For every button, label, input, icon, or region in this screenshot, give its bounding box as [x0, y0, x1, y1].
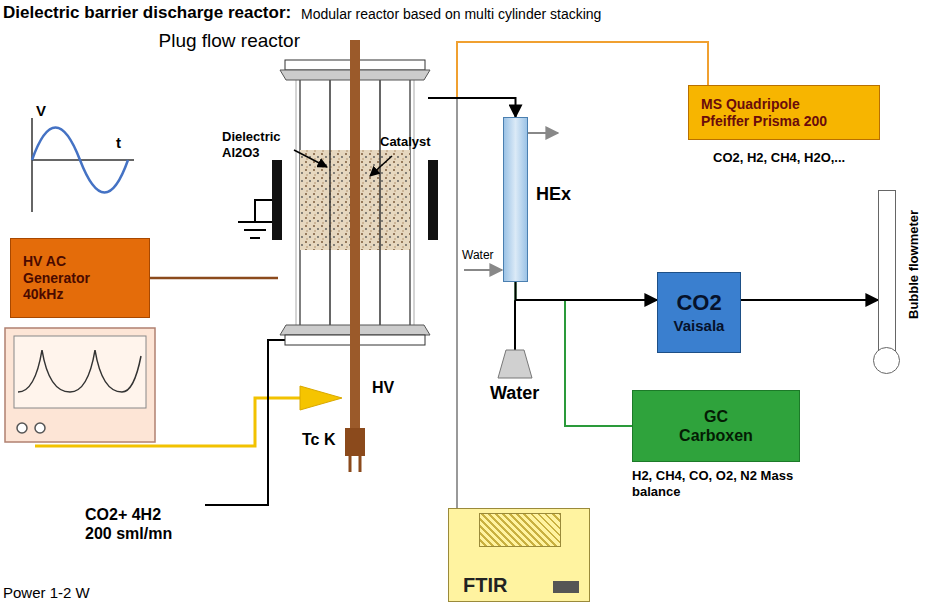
node-text: MS Quadripole Pfeiffer Prisma 200: [701, 96, 851, 130]
diagram-title: Dielectric barrier discharge reactor:: [3, 3, 291, 23]
note: CO2, H2, CH4, H2O,...: [713, 150, 845, 166]
node-text: CO2: [676, 290, 721, 316]
axis-label: V: [36, 102, 46, 120]
bubble-flowmeter: Bubble flowmeter: [878, 190, 896, 355]
connector: [516, 282, 658, 300]
ftir-instrument: FTIR: [448, 508, 590, 602]
node-text: Bubble flowmeter: [906, 210, 922, 319]
part-label: Water: [462, 248, 494, 262]
note: H2, CH4, CO, O2, N2 Mass balance: [632, 468, 797, 499]
gas-feed-label: CO2+ 4H2 200 sml/mn: [85, 505, 189, 543]
reactor: Plug flow reactor: [278, 60, 428, 345]
part-label: Catalyst: [380, 134, 431, 150]
generator-box: HV AC Generator 40kHz: [10, 238, 150, 318]
ftir-display: [553, 581, 579, 593]
connector: [428, 42, 708, 98]
part-label: Dielectric Al2O3: [222, 129, 294, 160]
node-text: HV AC Generator 40kHz: [23, 253, 118, 303]
connector: [428, 98, 457, 508]
node-text: Plug flow reactor: [158, 30, 300, 53]
heat-exchanger: HEx: [503, 117, 528, 282]
oscilloscope: [5, 328, 155, 442]
connector: [516, 282, 633, 426]
drain-line: [514, 300, 516, 350]
waveform-plot: [32, 118, 134, 212]
axis-label: t: [116, 134, 121, 152]
subtitle: Modular reactor based on multi cylinder …: [301, 6, 601, 23]
probe-arrow: [300, 386, 342, 410]
ftir-panel: [479, 513, 561, 547]
part-label: HV: [372, 378, 394, 397]
coolant-out: [528, 132, 558, 134]
node-text: HEx: [536, 184, 571, 206]
connector: [741, 299, 878, 301]
node-text: GC Carboxen: [674, 407, 759, 445]
analyzer-box: GC Carboxen: [632, 390, 800, 462]
node-text: Vaisala: [674, 317, 725, 335]
note: Power 1-2 W: [3, 584, 90, 602]
gas-inlet-line: [205, 340, 286, 505]
reactor-drawing: [238, 40, 438, 472]
analyzer-box: MS Quadripole Pfeiffer Prisma 200: [688, 85, 880, 140]
part-label: Tc K: [302, 430, 335, 449]
probe-wire: [35, 398, 305, 446]
analyzer-box: CO2Vaisala: [657, 272, 741, 353]
part-label: Water: [490, 383, 539, 405]
connector: [428, 98, 516, 117]
water-flask: [498, 350, 532, 378]
node-text: FTIR: [463, 573, 507, 597]
flowmeter-bulb: [873, 347, 900, 374]
coolant-in: [464, 269, 502, 271]
connector: [150, 277, 278, 280]
